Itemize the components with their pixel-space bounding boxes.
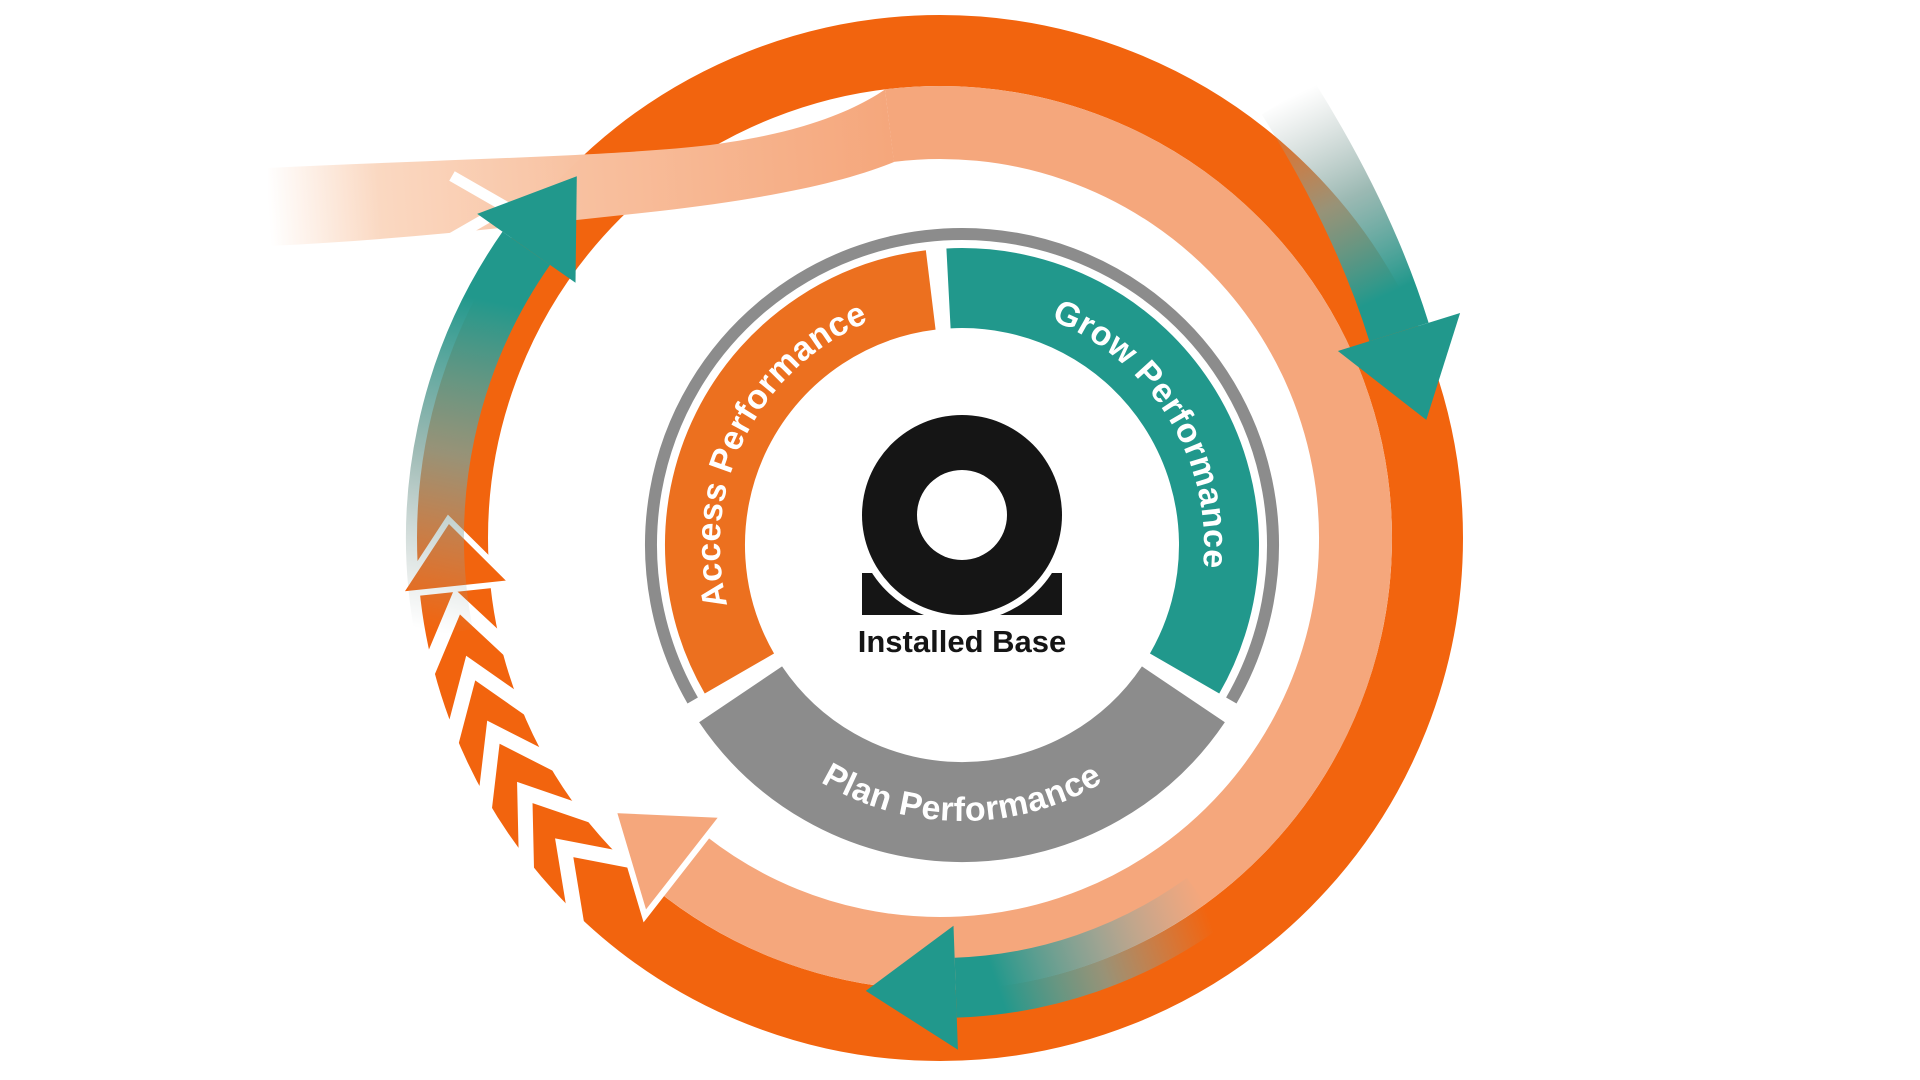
teal-arrow-band — [406, 231, 551, 640]
ring-chevron-cuts — [419, 588, 640, 929]
teal-arrowhead-icon — [1337, 313, 1461, 420]
peach-arrowhead-icon — [609, 806, 730, 923]
segment-access-performance — [664, 250, 937, 694]
teal-arrow-band — [1261, 81, 1429, 342]
wheel-outline-ring — [645, 228, 1279, 704]
teal-arrowhead-icon — [865, 925, 958, 1050]
segment-plan-performance — [699, 665, 1225, 862]
inner-performance-wheel: Access Performance Grow Performance Plan… — [645, 228, 1279, 862]
teal-arrow-top-right — [1261, 81, 1461, 420]
ring-chevron-icon — [443, 655, 537, 748]
segment-grow-performance — [946, 248, 1259, 694]
teal-arrow-left — [406, 176, 577, 640]
omega-icon — [855, 408, 1069, 622]
ring-chevron-icon — [517, 781, 599, 873]
ring-chevron-icon — [476, 720, 564, 813]
inbound-arrow-band — [268, 89, 894, 246]
ring-chevron-icon — [555, 838, 640, 929]
teal-arrow-bottom — [865, 877, 1223, 1050]
teal-arrow-band — [954, 877, 1223, 1018]
teal-arrowhead-icon — [477, 176, 577, 283]
installed-base-label: Installed Base — [858, 624, 1066, 659]
